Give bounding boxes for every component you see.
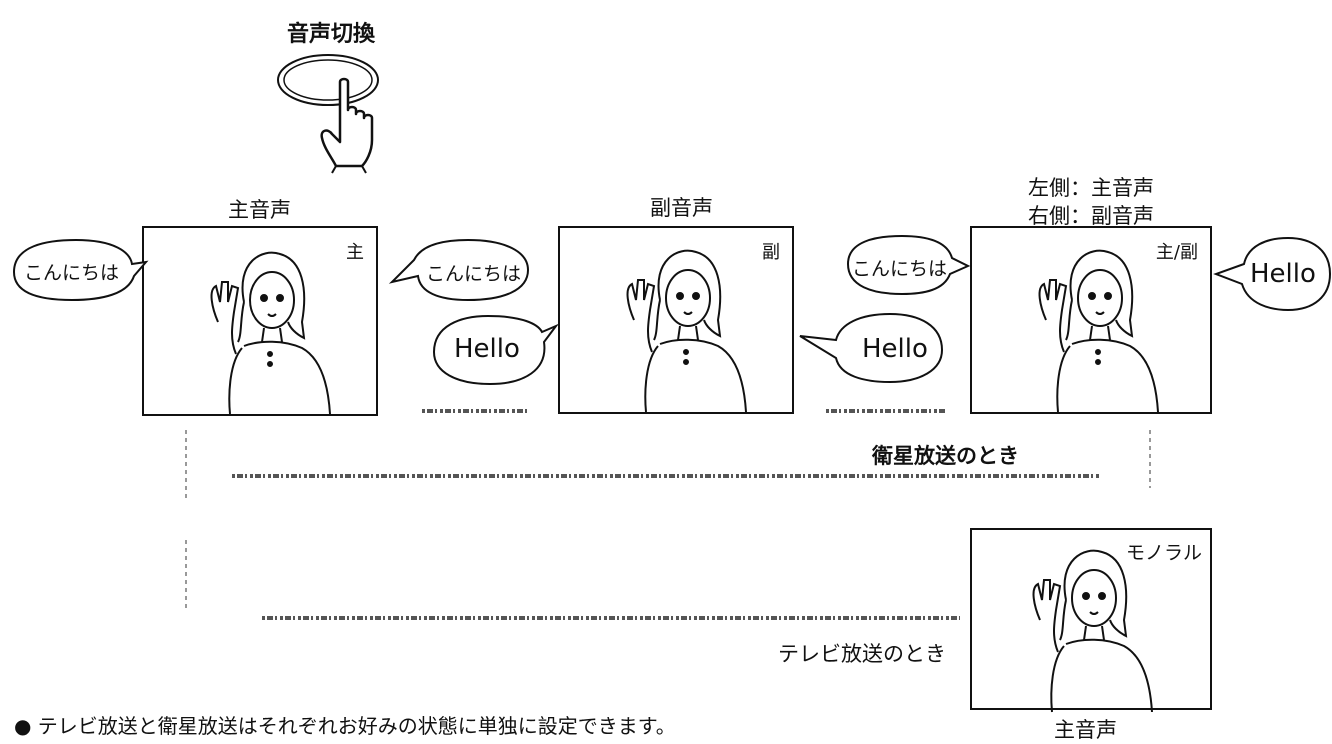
mark-mono: モノラル	[1125, 542, 1202, 564]
tv-screen-main: 主	[142, 226, 378, 416]
satellite-broadcast-label: 衛星放送のとき	[872, 444, 1019, 468]
speech-bubble-en-4	[1213, 236, 1332, 312]
woman-waving-icon	[1032, 549, 1153, 713]
panel3-title-line1: 左側：主音声	[1028, 176, 1154, 200]
audio-switch-button[interactable]	[276, 52, 386, 112]
woman-waving-icon	[626, 249, 747, 413]
mark-sub: 副	[762, 242, 780, 263]
speech-bubble-left	[12, 238, 149, 302]
speech-bubble-jp-3	[846, 234, 971, 296]
panel4-caption: 主音声	[1054, 718, 1117, 742]
pointing-hand-icon	[320, 77, 374, 174]
footnote: ● テレビ放送と衛星放送はそれぞれお好みの状態に単独に設定できます。	[14, 714, 676, 738]
speech-bubble-jp-1	[388, 238, 530, 302]
speech-bubble-en-2	[799, 312, 944, 384]
tv-broadcast-label: テレビ放送のとき	[778, 642, 946, 666]
panel1-title: 主音声	[228, 198, 291, 222]
woman-waving-icon	[210, 251, 331, 415]
woman-waving-icon	[1038, 249, 1159, 413]
panel3-title-line2: 右側：副音声	[1028, 204, 1154, 228]
speech-bubble-en-1	[432, 314, 560, 386]
bubble-en-2-text: Hello	[862, 334, 928, 364]
tv-screen-mono: モノラル	[970, 528, 1212, 713]
mark-main: 主	[346, 242, 364, 263]
bubble-en-1-text: Hello	[454, 334, 520, 364]
bubble-en-4-text: Hello	[1250, 259, 1316, 289]
bubble-jp-3-text: こんにちは	[852, 258, 948, 280]
panel2-title: 副音声	[650, 196, 713, 220]
mark-main-sub: 主/副	[1155, 242, 1198, 263]
tv-screen-main-sub: 主/副	[970, 226, 1212, 414]
bubble-jp-1-text: こんにちは	[426, 263, 522, 285]
tv-screen-sub: 副	[558, 226, 794, 414]
button-label: 音声切換	[287, 22, 376, 47]
bubble-left-text: こんにちは	[24, 262, 120, 284]
